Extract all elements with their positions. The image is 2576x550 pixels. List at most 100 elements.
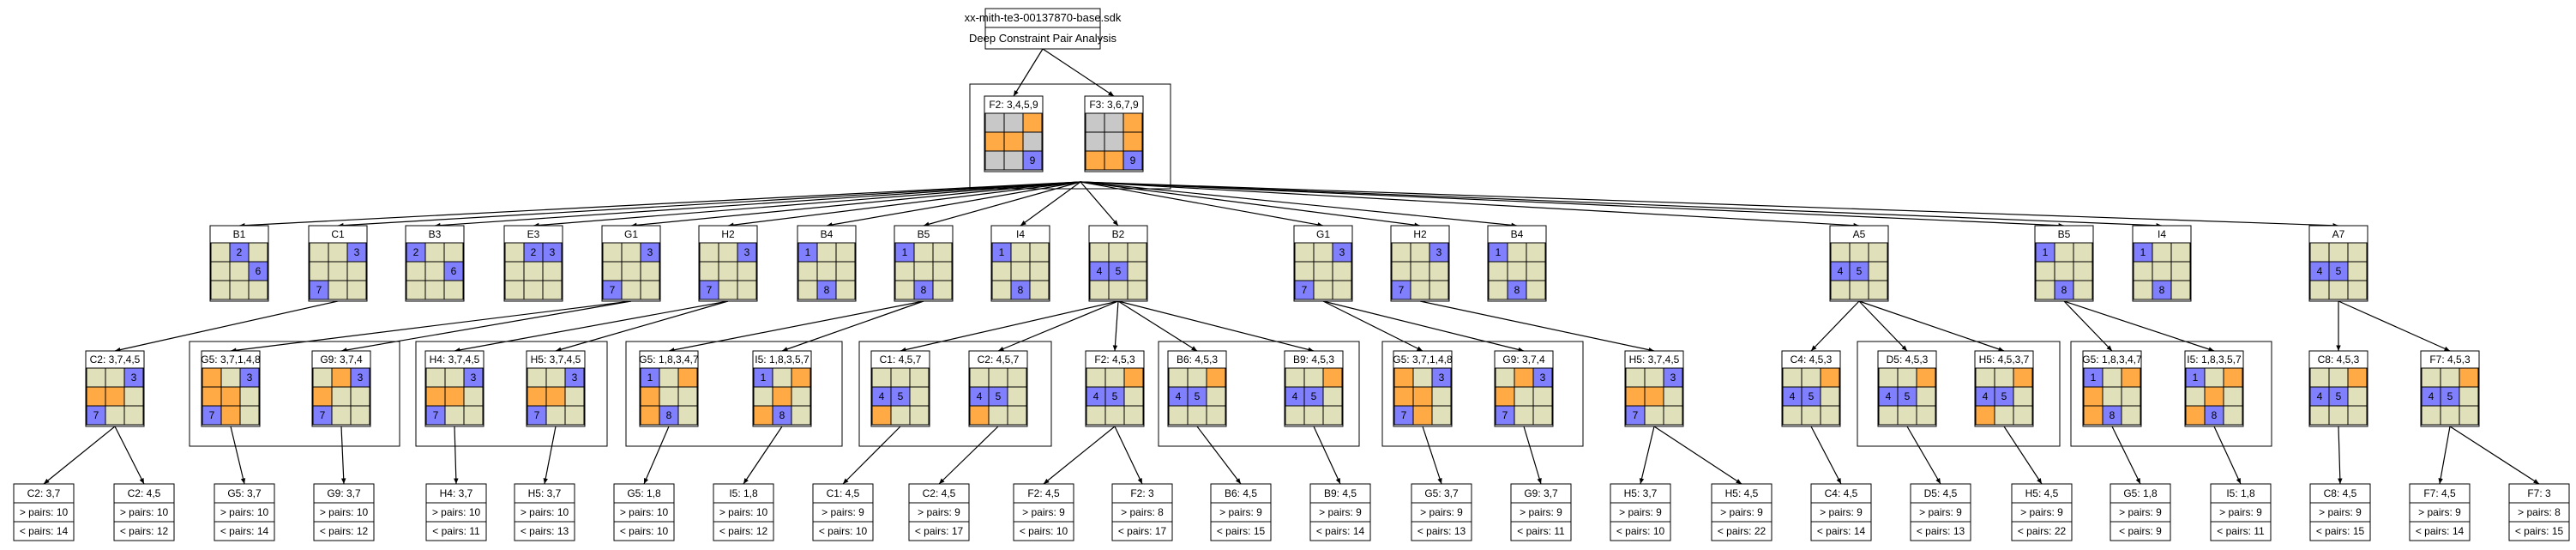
grid-cell (1003, 112, 1024, 133)
grid-cell (1644, 386, 1664, 407)
cluster-b5b (2070, 341, 2272, 447)
tree-edge (340, 426, 345, 485)
leaf-lt: < pairs: 14 (1316, 525, 1365, 537)
grid-cell (1644, 367, 1664, 388)
cell-digit: 5 (2336, 390, 2342, 402)
edge-arrowhead (139, 478, 144, 484)
node-title: G5: 3,7,1,4,8 (201, 354, 261, 366)
tree-edge (230, 300, 632, 352)
leaf-node: G5: 1,8> pairs: 10< pairs: 10 (613, 483, 675, 541)
leaf-box (1210, 483, 1272, 541)
grid-cell (406, 261, 426, 281)
leaf-gt: > pairs: 10 (432, 506, 481, 518)
leaf-gt: > pairs: 9 (1219, 506, 1262, 518)
leaf-title: F7: 4,5 (2423, 487, 2456, 499)
leaf-title: G9: 3,7 (1524, 487, 1558, 499)
leaf-lt: < pairs: 14 (220, 525, 269, 537)
grid-cell (816, 242, 837, 263)
grid-cell (1086, 367, 1106, 388)
grid-cell (1820, 367, 1840, 388)
grid-cell (2328, 242, 2349, 263)
leaf-lt: < pairs: 11 (432, 525, 480, 537)
tree-edge (1523, 426, 1542, 485)
grid-cell (2073, 242, 2093, 263)
leaf-box (2210, 483, 2272, 541)
grid-cell (1429, 261, 1449, 281)
cell-digit: 2 (531, 246, 537, 258)
leaf-node: G9: 3,7> pairs: 10< pairs: 12 (313, 483, 375, 541)
tree-edge (1419, 300, 1655, 352)
grid-cell (2035, 280, 2055, 300)
grid-cell (1206, 386, 1226, 407)
leaf-title: G5: 3,7 (227, 487, 262, 499)
grid-cell (331, 367, 352, 388)
tree-edge (781, 300, 924, 352)
cell-digit: 7 (610, 284, 616, 296)
grid-cell (2421, 405, 2441, 426)
edge-arrowhead (2208, 347, 2214, 352)
tree-edge (2063, 300, 2215, 352)
cell-digit: 8 (1514, 284, 1520, 296)
grid-cell (444, 386, 465, 407)
leaf-node: B6: 4,5> pairs: 9< pairs: 15 (1210, 483, 1272, 541)
level3-node: H4: 3,7,4,537 (424, 350, 485, 427)
grid-cell (621, 242, 641, 263)
node-title: H5: 4,5,3,7 (1979, 354, 2030, 366)
cell-digit: 3 (550, 246, 556, 258)
leaf-node: C2: 4,5> pairs: 9< pairs: 17 (908, 483, 970, 541)
cell-digit: 5 (2336, 265, 2342, 277)
grid-cell (2459, 405, 2479, 426)
leaf-node: C2: 3,7> pairs: 10< pairs: 14 (13, 483, 75, 541)
cell-digit: 5 (1116, 265, 1122, 277)
node-title: B3 (429, 228, 442, 240)
edge-arrowhead (1235, 478, 1241, 484)
grid-cell (2459, 386, 2479, 407)
grid-cell (527, 386, 547, 407)
grid-cell (1108, 280, 1129, 300)
leaf-gt: > pairs: 10 (320, 506, 369, 518)
tree-edge (1114, 426, 1143, 485)
grid-cell (640, 386, 660, 407)
grid-cell (229, 280, 250, 300)
grid-cell (2204, 367, 2224, 388)
leaf-node: G5: 3,7> pairs: 9< pairs: 13 (1411, 483, 1472, 541)
grid-cell (1089, 280, 1110, 300)
grid-cell (1410, 261, 1430, 281)
leaf-box (812, 483, 874, 541)
edge-arrowhead (743, 478, 749, 484)
grid-cell (527, 367, 547, 388)
node-title: G9: 3,7,4 (320, 354, 363, 366)
edge-arrowhead (1108, 91, 1114, 96)
grid-cell (1507, 242, 1527, 263)
node-title: G5: 3,7,1,4,8 (1393, 354, 1453, 366)
tree-edge (938, 426, 999, 485)
cell-digit: 3 (1436, 246, 1442, 258)
node-title: B2 (1112, 228, 1125, 240)
grid-cell (1127, 280, 1147, 300)
cluster-frames (189, 83, 2272, 447)
leaf-gt: > pairs: 9 (1919, 506, 1962, 518)
leaf-title: I5: 1,8 (2226, 487, 2255, 499)
leaf-box (1510, 483, 1572, 541)
leaf-node: B9: 4,5> pairs: 9< pairs: 14 (1309, 483, 1371, 541)
leaf-box (1810, 483, 1872, 541)
leaf-gt: > pairs: 9 (1022, 506, 1065, 518)
node-title: C1: 4,5,7 (880, 354, 922, 366)
grid-cell (2083, 405, 2104, 426)
level1-cluster (969, 83, 1171, 190)
grid-cell (1206, 367, 1226, 388)
edge-arrowhead (340, 478, 346, 484)
cell-digit: 4 (1983, 390, 1989, 402)
grid-cell (1010, 261, 1031, 281)
node-title: C2: 3,7,4,5 (90, 354, 141, 366)
cell-digit: 8 (2061, 284, 2067, 296)
grid-cell (1801, 405, 1821, 426)
cell-digit: 3 (744, 246, 750, 258)
grid-cell (1431, 386, 1452, 407)
grid-cell (1514, 386, 1534, 407)
grid-cell (248, 280, 268, 300)
